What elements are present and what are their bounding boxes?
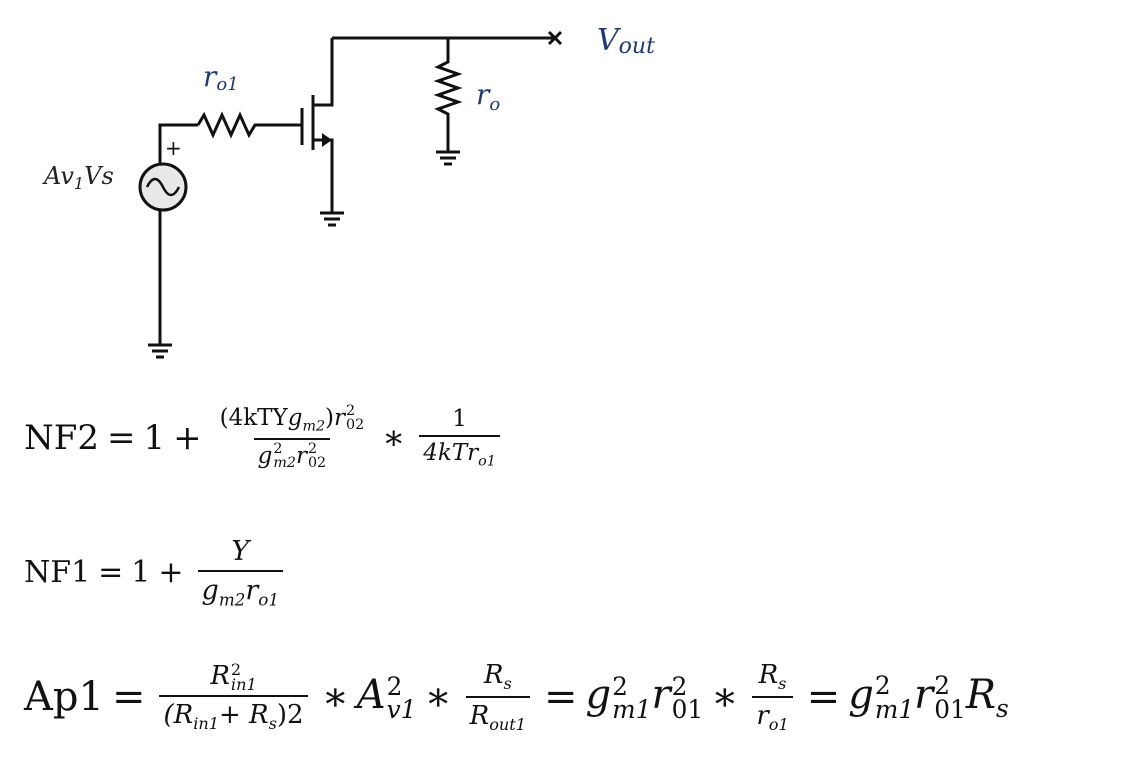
times-sign: ∗ bbox=[321, 674, 349, 721]
one: 1 bbox=[131, 555, 151, 591]
nf1-equation: NF1 = 1 + Y gm2ro1 bbox=[24, 536, 289, 609]
numerator: 1 bbox=[452, 405, 467, 432]
equals-sign: = bbox=[106, 417, 136, 458]
ground-icon bbox=[320, 211, 344, 227]
load-resistor bbox=[433, 38, 463, 152]
times-sign: ∗ bbox=[424, 674, 452, 721]
nf1-fraction: Y gm2ro1 bbox=[197, 536, 283, 609]
ground-icon bbox=[148, 343, 172, 359]
output-label: Vout bbox=[597, 23, 655, 59]
equals-sign: = bbox=[544, 674, 578, 721]
sine-wave-icon bbox=[145, 177, 181, 197]
plus-sign: + bbox=[158, 555, 184, 591]
denominator: 4kTro1 bbox=[419, 434, 500, 469]
source-resistor-label: ro1 bbox=[203, 60, 239, 95]
ap1-fraction-2: Rs Rout1 bbox=[465, 660, 531, 734]
denominator: (Rin1+ Rs)2 bbox=[159, 695, 308, 733]
one: 1 bbox=[143, 417, 166, 458]
ground-icon bbox=[436, 150, 460, 166]
circuit-diagram: + ro1 ro Vout Av1Vs bbox=[42, 23, 655, 359]
numerator: Rs bbox=[483, 660, 512, 694]
drain-lead bbox=[313, 38, 334, 107]
source-lead bbox=[313, 138, 334, 213]
plus-sign: + bbox=[173, 417, 202, 458]
plus-sign: + bbox=[165, 136, 182, 160]
nf1-lhs: NF1 bbox=[24, 555, 91, 591]
denominator: gm2ro1 bbox=[197, 570, 283, 609]
times-sign: ∗ bbox=[382, 417, 406, 458]
source-resistor bbox=[196, 111, 302, 139]
equals-sign: = bbox=[806, 674, 841, 721]
source-gain-label: Av1Vs bbox=[42, 162, 114, 193]
ap1-fraction-3: Rs ro1 bbox=[752, 660, 793, 734]
load-resistor-label: ro bbox=[476, 78, 500, 115]
numerator: Rs bbox=[758, 660, 787, 694]
times-sign: ∗ bbox=[711, 674, 739, 721]
ap1-lhs: Ap1 bbox=[24, 674, 104, 721]
output-terminal-icon bbox=[547, 30, 563, 46]
nf2-lhs: NF2 bbox=[24, 417, 99, 458]
source-top-wire bbox=[158, 123, 198, 165]
source-arrow-icon bbox=[322, 133, 332, 147]
denominator: ro1 bbox=[752, 696, 793, 734]
denominator: Rout1 bbox=[465, 696, 531, 734]
nf2-fraction-2: 1 4kTro1 bbox=[419, 405, 500, 469]
numerator: Y bbox=[231, 536, 250, 567]
equals-sign: = bbox=[98, 555, 124, 591]
equals-sign: = bbox=[111, 674, 146, 721]
